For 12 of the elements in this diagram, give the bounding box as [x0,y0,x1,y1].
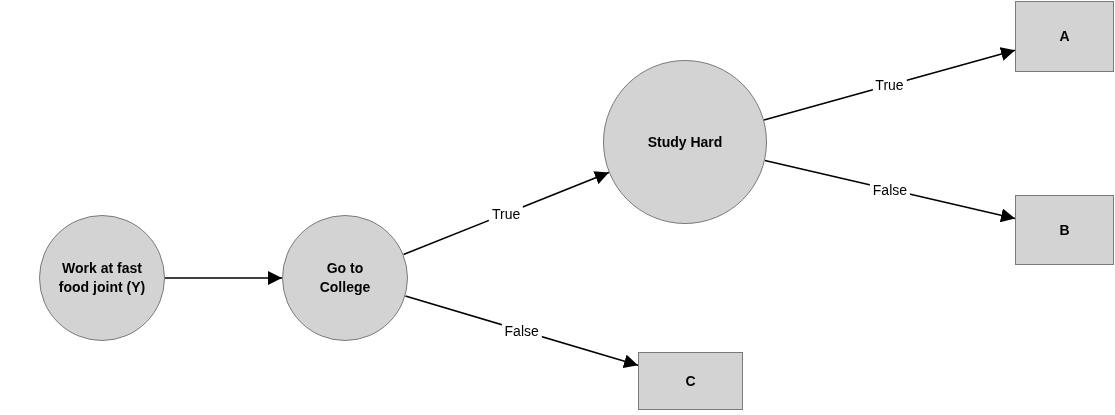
node-label: C [684,371,697,391]
node-label: A [1058,27,1071,46]
edge-label: True [489,204,524,223]
outcome-box [1015,1,1114,72]
node-label: Study Hard [646,132,724,152]
node-label: Work at fast food joint (Y) [57,259,147,297]
node-label: Go to College [318,259,372,297]
edge-label: False [501,321,542,340]
node-label: B [1058,220,1071,240]
arrow [164,271,283,285]
outcome-box [1015,195,1114,265]
outcome-box [638,352,743,410]
